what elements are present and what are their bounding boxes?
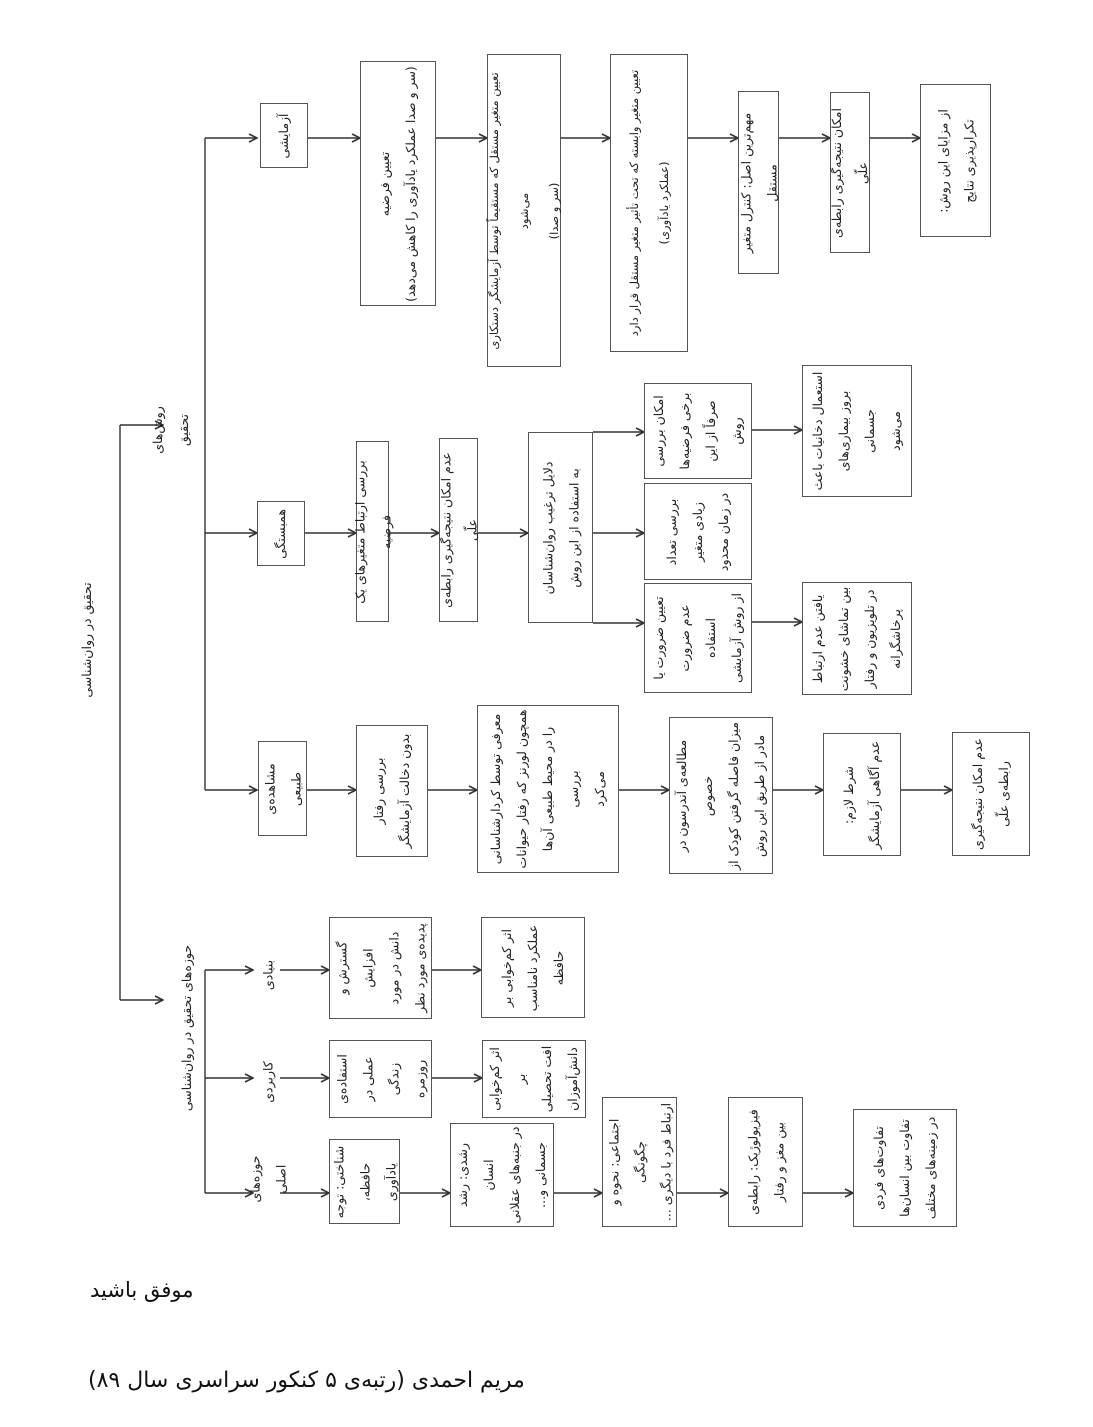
exp-independent-var-text: تعیین متغیر مستقل که مستقیماً توسط آزمای… [487, 71, 561, 350]
area-applied-desc-text: استفاده‌ی عملی در زندگی روزمره [333, 1054, 427, 1104]
footer-wish: موفق باشید [90, 1278, 194, 1302]
areas-label: حوزه‌های تحقیق در روان‌شناسی [179, 944, 194, 1111]
corr-example-1-text: استعمال دخانیات باعث بروز بیماری‌های جسم… [810, 371, 903, 491]
area-applied-label-text: کاربردی [259, 1060, 275, 1103]
corr-reasons: دلایل ترغیب روان‌شناسان به استفاده از ای… [528, 432, 593, 623]
nat-step-3-text: مطالعه‌ی آندرسون در خصوص میزان فاصله گرف… [674, 721, 767, 870]
corr-example-1: استعمال دخانیات باعث بروز بیماری‌های جسم… [802, 365, 912, 497]
nat-step-4: شرط لازم: عدم آگاهی آزمایشگر [823, 733, 901, 856]
corr-example-2: یافتن عدم ارتباط بین تماشای خشونت در تلو… [802, 582, 912, 695]
nat-step-5: عدم امکان نتیجه‌گیری رابطه‌ی علّی [952, 732, 1030, 856]
area-basic-example-text: اثر کم‌خوابی بر عملکرد نامناسب حافظه [499, 924, 566, 1011]
corr-reasons-text: دلایل ترغیب روان‌شناسان به استفاده از ای… [539, 461, 581, 594]
area-field-individual-diff-text: تفاوت‌های فردی تفاوت بین انسان‌ها در زمی… [871, 1116, 938, 1220]
corr-no-causal-text: عدم امکان نتیجه‌گیری رابطه‌ی علّی [437, 452, 479, 608]
method-correlational-text: همبستگی [273, 508, 288, 559]
methods-label: روش‌های تحقیق [150, 406, 191, 454]
exp-main-principle-text: مهم‌ترین اصل: کنترل متغیر مستقل [737, 112, 779, 253]
exp-causal: امکان نتیجه‌گیری رابطه‌ی علّی [829, 92, 870, 253]
area-field-cognitive: شناختی: توجه حافظه، یادآوری [329, 1139, 400, 1224]
area-applied-desc: استفاده‌ی عملی در زندگی روزمره [329, 1040, 432, 1118]
area-basic-example: اثر کم‌خوابی بر عملکرد نامناسب حافظه [481, 917, 585, 1018]
root-label: تحقیق در روان‌شناسی [79, 582, 94, 698]
nat-step-5-text: عدم امکان نتیجه‌گیری رابطه‌ی علّی [970, 738, 1011, 850]
nat-step-2-text: معرفی توسط کردارشناسانی همچون لورنز که ر… [488, 709, 607, 869]
corr-relation-text: بررسی ارتباط متغیرهای یک فرضیه [351, 459, 393, 604]
exp-dependent-var: تعیین متغیر وابسته که تحت تأثیر متغیر مس… [610, 54, 688, 352]
area-field-cognitive-text: شناختی: توجه حافظه، یادآوری [330, 1145, 398, 1218]
corr-no-causal: عدم امکان نتیجه‌گیری رابطه‌ی علّی [437, 438, 479, 622]
area-field-individual-diff: تفاوت‌های فردی تفاوت بین انسان‌ها در زمی… [853, 1109, 957, 1227]
exp-hypothesis-text: تعیین فرضیه (سر و صدا عملکرد یادآوری را … [377, 65, 418, 302]
nat-step-1-text: بررسی رفتار بدون دخالت آزمایشگر [371, 733, 412, 849]
area-main-label: حوزه‌های اصلی [246, 1140, 288, 1218]
area-field-social-text: اجتماعی: نحوه و چگونگی ارتباط فرد با دیگ… [605, 1102, 673, 1222]
method-naturalistic: مشاهده‌ی طبیعی [258, 741, 307, 836]
exp-hypothesis: تعیین فرضیه (سر و صدا عملکرد یادآوری را … [360, 61, 436, 306]
area-basic-label-text: بنیادی [259, 959, 275, 991]
area-field-physiological: فیزیولوژیک: رابطه‌ی بین مغز و رفتار [728, 1097, 803, 1227]
corr-relation: بررسی ارتباط متغیرهای یک فرضیه [351, 441, 393, 622]
area-main-label-text: حوزه‌های اصلی [246, 1155, 288, 1203]
area-basic-desc: گسترش و افزایش دانش در مورد پدیده‌ی مورد… [329, 917, 432, 1019]
method-naturalistic-text: مشاهده‌ی طبیعی [261, 762, 303, 815]
nat-step-1: بررسی رفتار بدون دخالت آزمایشگر [356, 725, 428, 857]
area-applied-example: اثر کم‌خوابی بر افت تحصیلی دانش‌آموزان [482, 1040, 586, 1118]
area-field-physiological-text: فیزیولوژیک: رابطه‌ی بین مغز و رفتار [744, 1109, 786, 1215]
nat-step-4-text: شرط لازم: عدم آگاهی آزمایشگر [841, 740, 882, 849]
exp-dependent-var-text: تعیین متغیر وابسته که تحت تأثیر متغیر مس… [627, 69, 671, 337]
nat-step-2: معرفی توسط کردارشناسانی همچون لورنز که ر… [477, 705, 619, 873]
area-field-developmental-text: رشدی: رشد انسان در جنبه‌های عقلانی جسمان… [455, 1126, 548, 1224]
corr-reason-1-text: امکان بررسی برخی فرضیه‌ها صرفاً از این ر… [651, 392, 744, 470]
exp-causal-text: امکان نتیجه‌گیری رابطه‌ی علّی [829, 107, 870, 238]
corr-reason-2-text: بررسی تعداد زیادی متغیر در زمان محدود [664, 492, 731, 571]
area-basic-label: بنیادی [255, 950, 280, 1000]
footer-author: مریم احمدی (رتبه‌ی ۵ کنکور سراسری سال ۸۹… [88, 1368, 525, 1393]
area-field-social: اجتماعی: نحوه و چگونگی ارتباط فرد با دیگ… [602, 1097, 677, 1227]
exp-independent-var: تعیین متغیر مستقل که مستقیماً توسط آزمای… [487, 54, 561, 367]
area-applied-example-text: اثر کم‌خوابی بر افت تحصیلی دانش‌آموزان [487, 1045, 580, 1113]
method-experimental-text: آزمایشی [276, 112, 291, 159]
method-correlational: همبستگی [257, 501, 305, 566]
exp-main-principle: مهم‌ترین اصل: کنترل متغیر مستقل [738, 91, 779, 274]
corr-reason-2: بررسی تعداد زیادی متغیر در زمان محدود [644, 483, 752, 580]
corr-reason-3: تعیین ضرورت یا عدم ضرورت استفاده از روش … [644, 583, 752, 693]
method-experimental: آزمایشی [260, 103, 308, 168]
exp-advantage: از مزایای این روش: تکرارپذیری نتایج [920, 84, 991, 237]
corr-reason-3-text: تعیین ضرورت یا عدم ضرورت استفاده از روش … [651, 593, 744, 683]
exp-advantage-text: از مزایای این روش: تکرارپذیری نتایج [934, 108, 976, 213]
area-applied-label: کاربردی [255, 1058, 280, 1105]
area-basic-desc-text: گسترش و افزایش دانش در مورد پدیده‌ی مورد… [333, 923, 427, 1013]
area-field-developmental: رشدی: رشد انسان در جنبه‌های عقلانی جسمان… [450, 1123, 554, 1227]
corr-example-2-text: یافتن عدم ارتباط بین تماشای خشونت در تلو… [810, 586, 903, 691]
nat-step-3: مطالعه‌ی آندرسون در خصوص میزان فاصله گرف… [669, 717, 773, 874]
corr-reason-1: امکان بررسی برخی فرضیه‌ها صرفاً از این ر… [644, 383, 752, 479]
